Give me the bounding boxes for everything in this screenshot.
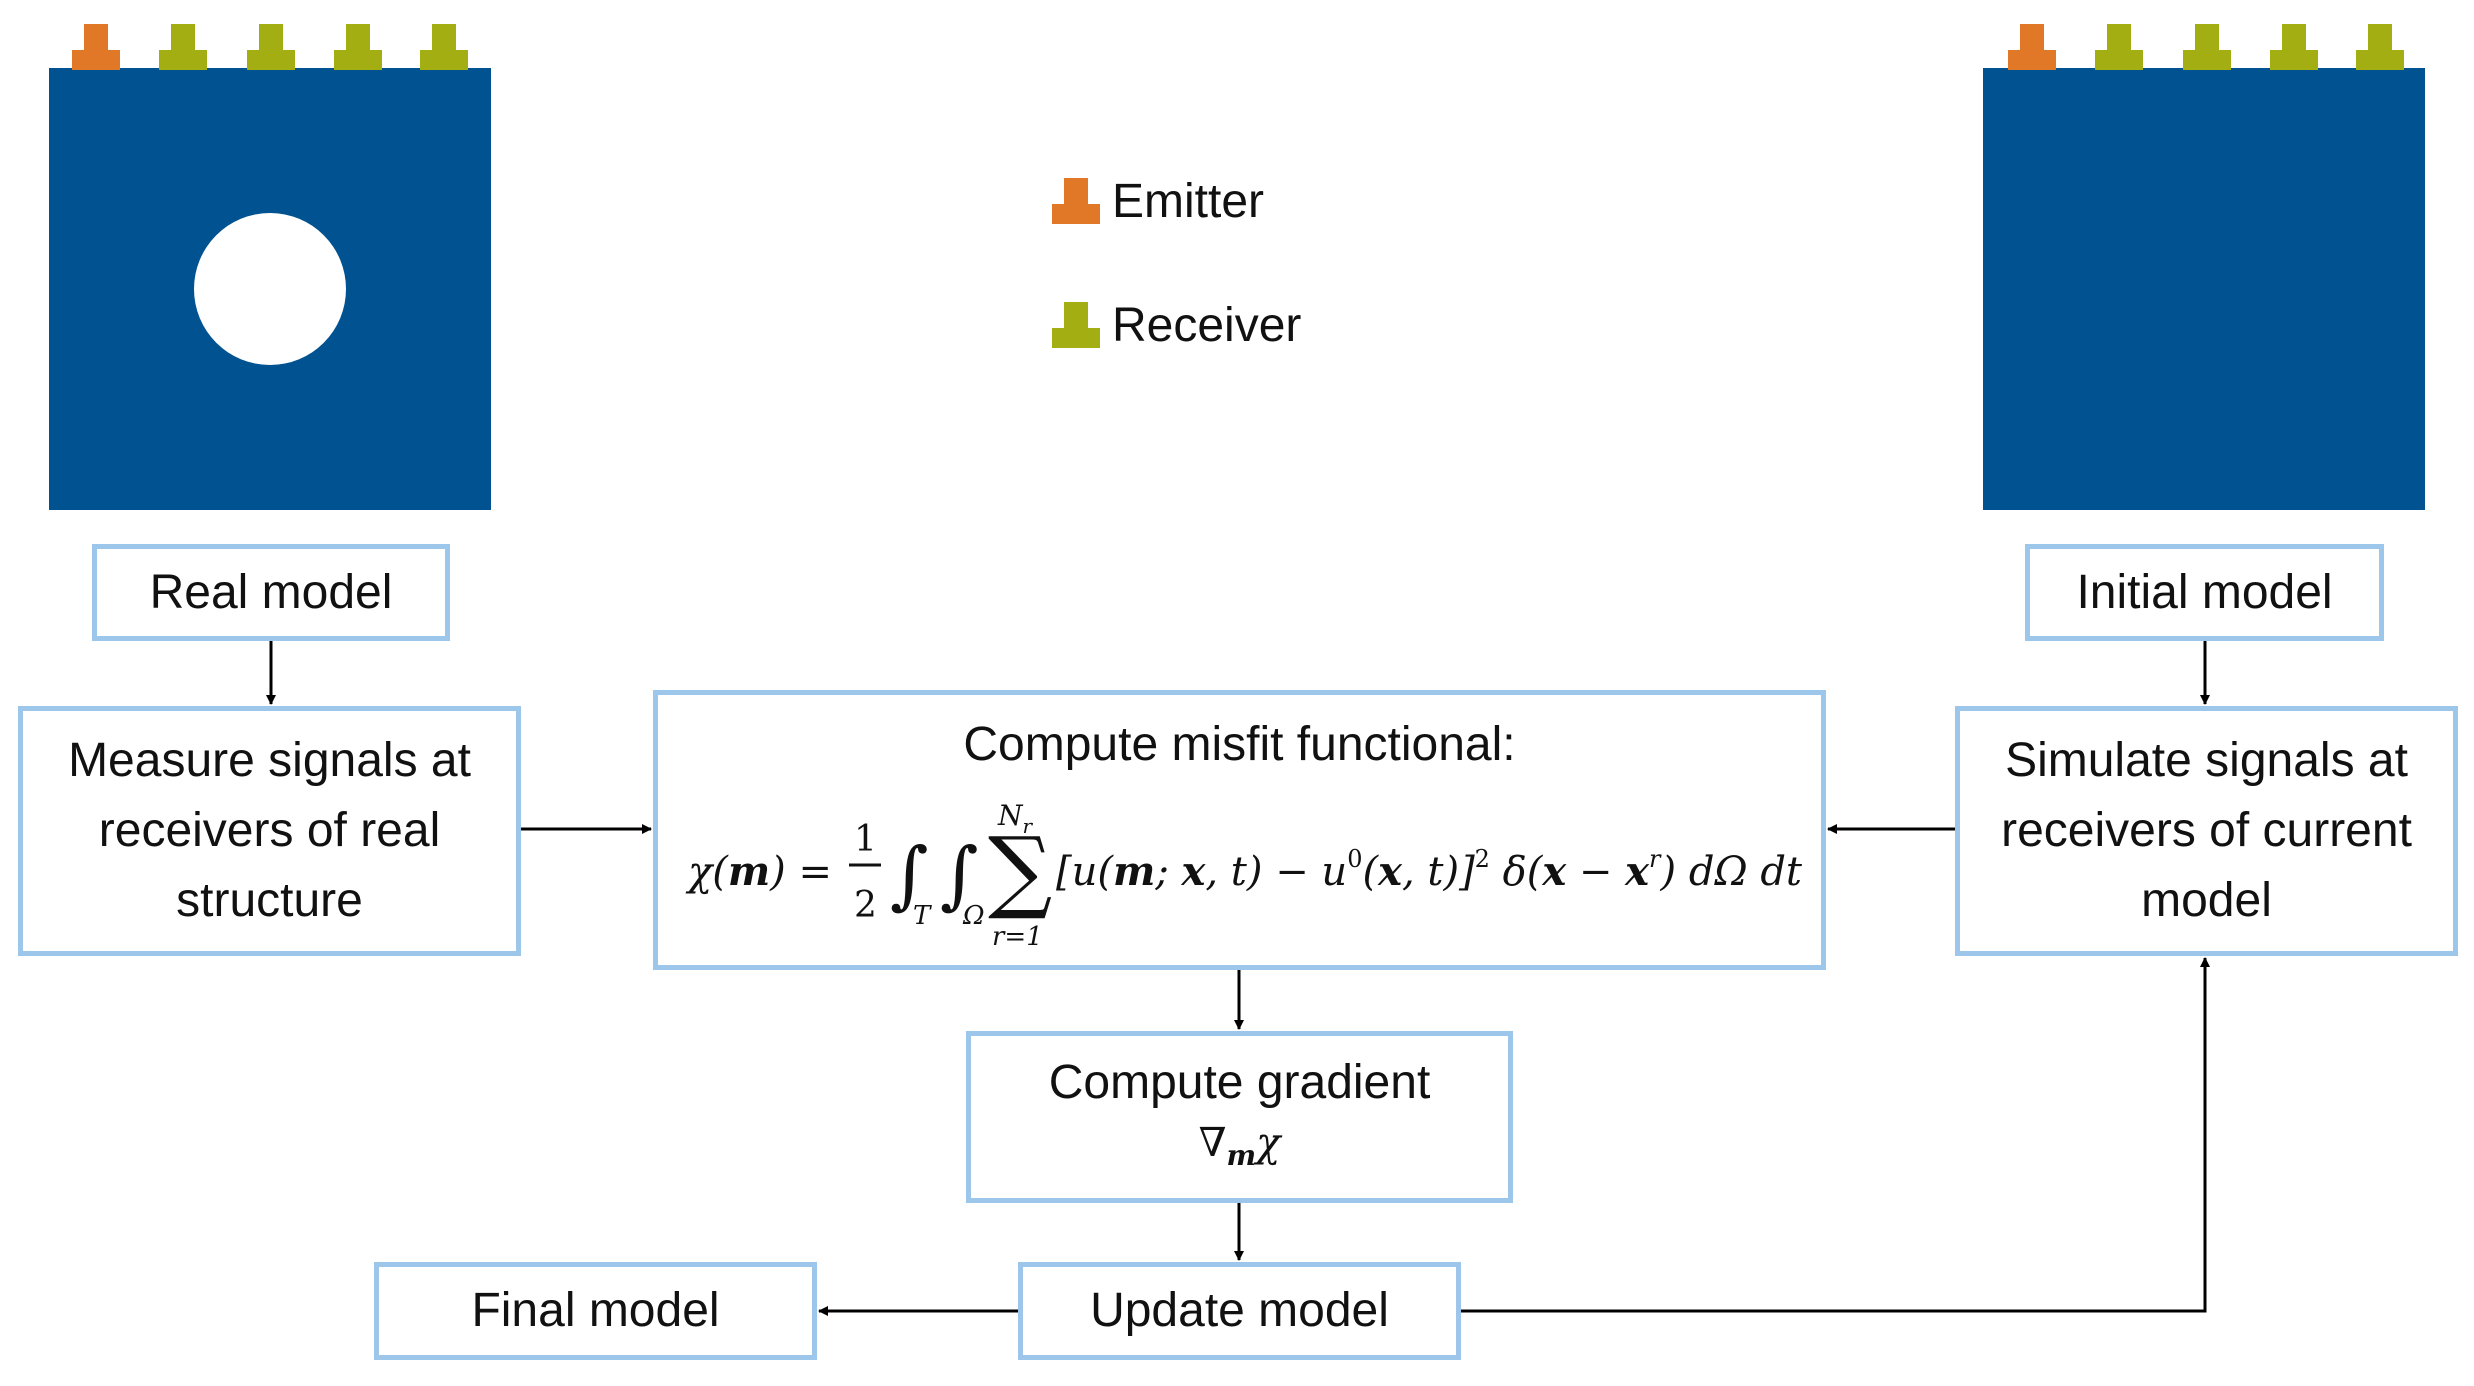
final-model-label: Final model [471, 1284, 720, 1337]
circular-defect-icon [194, 213, 346, 365]
receiver-sensor-icon [2356, 24, 2404, 70]
emitter-legend-icon [1052, 178, 1100, 224]
real-model-label: Real model [149, 565, 393, 619]
measure-line-1: Measure signals at [68, 734, 471, 787]
receiver-sensor-icon [420, 24, 468, 70]
receiver-sensor-icon [2183, 24, 2231, 70]
measure-signals-box: Measure signals at receivers of real str… [18, 706, 521, 956]
initial-model-box: Initial model [2025, 544, 2384, 641]
svg-text:1: 1 [854, 819, 877, 860]
update-model-box: Update model [1018, 1262, 1461, 1360]
initial-model-label: Initial model [2076, 565, 2333, 619]
real-model-box: Real model [92, 544, 450, 641]
receiver-sensor-icon [159, 24, 207, 70]
update-model-label: Update model [1090, 1284, 1389, 1337]
measure-line-2: receivers of real [98, 804, 441, 857]
emitter-legend-label: Emitter [1112, 175, 1265, 228]
receiver-sensor-icon [2270, 24, 2318, 70]
arrow-update-to-simulate [1461, 957, 2210, 1313]
simulate-line-2: receivers of current [2001, 804, 2412, 857]
emitter-sensor-icon [2008, 24, 2056, 70]
svg-text:∑: ∑ [988, 818, 1052, 923]
simulate-line-1: Simulate signals at [2005, 734, 2408, 787]
receiver-legend-label: Receiver [1112, 299, 1302, 352]
emitter-sensor-icon [72, 24, 120, 70]
svg-text:[u(m; x, t) − u0(x, t)]2 δ(x −: [u(m; x, t) − u0(x, t)]2 δ(x − xr) dΩ dt [1056, 845, 1803, 895]
svg-text:T: T [913, 901, 932, 931]
svg-text:∫: ∫ [890, 832, 929, 918]
simulate-signals-box: Simulate signals at receivers of current… [1955, 706, 2458, 956]
gradient-formula: ∇mχ [1198, 1119, 1281, 1172]
receiver-legend-icon [1052, 302, 1100, 348]
receiver-sensor-icon [2095, 24, 2143, 70]
measure-line-3: structure [176, 874, 363, 927]
svg-text:2: 2 [854, 885, 877, 926]
misfit-formula: χ(m) = 1 2 ∫ T ∫ Ω ∑ Nr r=1 [u(m; x, t) … [685, 799, 1803, 952]
svg-text:∫: ∫ [940, 832, 979, 918]
misfit-title: Compute misfit functional: [963, 718, 1516, 771]
final-model-box: Final model [374, 1262, 817, 1360]
initial-model-plate [1983, 68, 2425, 510]
simulate-line-3: model [2141, 874, 2272, 927]
svg-text:r=1: r=1 [992, 922, 1043, 952]
receiver-sensor-icon [247, 24, 295, 70]
misfit-box: Compute misfit functional: χ(m) = 1 2 ∫ … [653, 690, 1826, 970]
receiver-sensor-icon [334, 24, 382, 70]
svg-text:χ(m) =: χ(m) = [685, 848, 832, 895]
gradient-title: Compute gradient [1048, 1055, 1431, 1109]
svg-text:Ω: Ω [962, 901, 985, 931]
compute-gradient-box: Compute gradient ∇mχ [966, 1031, 1513, 1203]
